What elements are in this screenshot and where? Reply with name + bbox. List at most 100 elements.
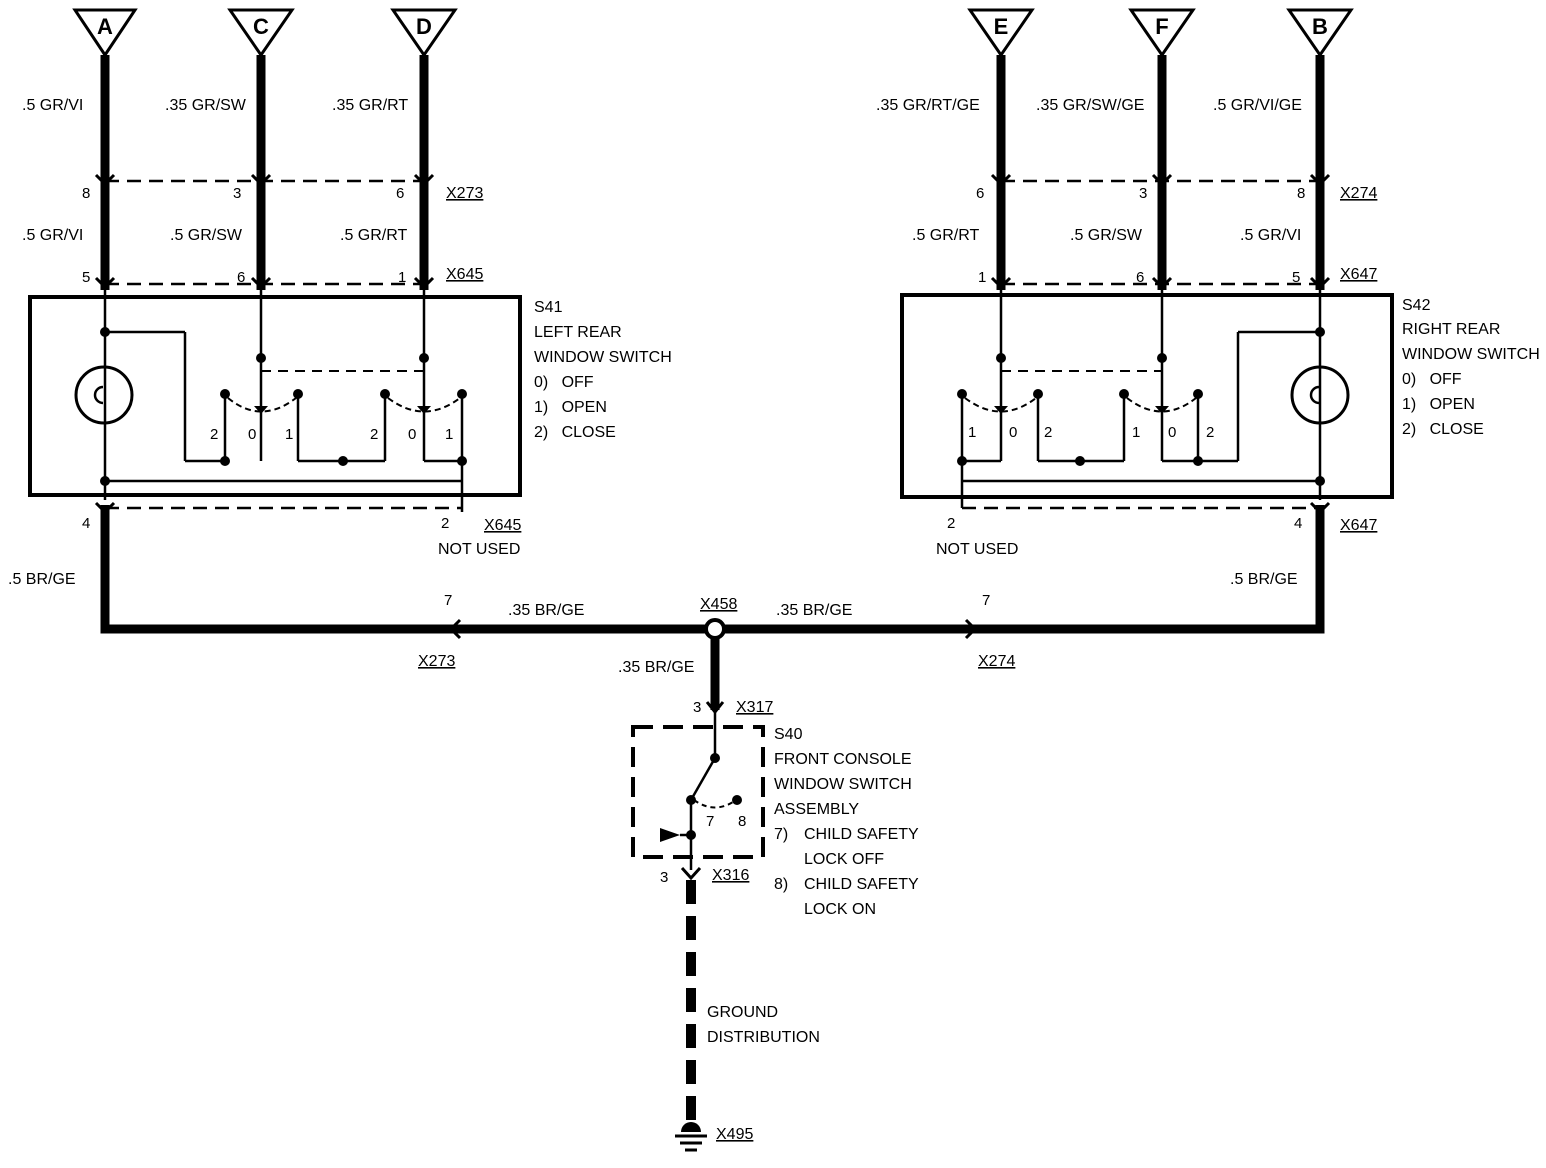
- switch-position: 7: [706, 813, 714, 830]
- connector-label: X273: [446, 185, 483, 202]
- connector-label: X274: [1340, 185, 1377, 202]
- s41-switch-box: 2 0 1 2 0 1: [28, 290, 522, 512]
- connector-label: X645: [484, 517, 521, 534]
- ground-label: GROUND: [707, 1004, 778, 1021]
- s40-line: WINDOW SWITCH: [774, 776, 912, 793]
- terminal-f: F: [1128, 8, 1196, 58]
- pin-number: 6: [976, 185, 984, 202]
- s40-option-num: 8): [774, 876, 788, 893]
- connector-label: X274: [978, 653, 1015, 670]
- switch-position: 1: [968, 424, 976, 441]
- wire-label: .35 GR/RT/GE: [876, 97, 980, 114]
- not-used-label: NOT USED: [936, 541, 1018, 558]
- wire-label: .5 GR/SW: [170, 227, 243, 244]
- s40-line: ASSEMBLY: [774, 801, 859, 818]
- switch-position: 0: [248, 426, 256, 443]
- pin-number: 6: [1136, 269, 1144, 286]
- s40-option: CHILD SAFETY: [804, 876, 919, 893]
- pin-number: 7: [982, 592, 990, 609]
- connector-labels-top: X273 X645 X274 X647: [446, 185, 1377, 283]
- pin-number: 6: [237, 269, 245, 286]
- pin-number: 1: [978, 269, 986, 286]
- s41-line2: WINDOW SWITCH: [534, 349, 672, 366]
- s40-option: CHILD SAFETY: [804, 826, 919, 843]
- pin-number: 3: [233, 185, 241, 202]
- wire-label: .5 BR/GE: [1230, 571, 1298, 588]
- wire-label: .5 GR/RT: [912, 227, 980, 244]
- s41-id: S41: [534, 299, 563, 316]
- pin-number: 4: [1294, 515, 1302, 532]
- wire-label: .35 GR/SW: [165, 97, 247, 114]
- terminal-c-label: C: [253, 14, 269, 39]
- switch-position: 8: [738, 813, 746, 830]
- wire-label: .5 GR/VI/GE: [1213, 97, 1302, 114]
- s40-line: FRONT CONSOLE: [774, 751, 912, 768]
- terminal-c: C: [227, 8, 295, 58]
- terminal-b: B: [1286, 8, 1354, 58]
- pin-number: 1: [398, 269, 406, 286]
- splice-x458: [704, 618, 726, 640]
- s42-state: 2) CLOSE: [1402, 421, 1484, 438]
- bus-chevrons: [448, 618, 978, 640]
- pin-number: 2: [441, 515, 449, 532]
- ground-wire: 3 X316 GROUND DISTRIBUTION: [660, 866, 820, 1122]
- s40-id: S40: [774, 726, 803, 743]
- s40-option: LOCK ON: [804, 901, 876, 918]
- not-used-label: NOT USED: [438, 541, 520, 558]
- pin-number: 3: [660, 869, 668, 886]
- pin-number: 8: [1297, 185, 1305, 202]
- pin-numbers-top: 8 3 6 5 6 1 6 3 8 1 6 5: [82, 185, 1305, 286]
- pin-number: 4: [82, 515, 90, 532]
- connector-label: X647: [1340, 266, 1377, 283]
- terminal-a-label: A: [97, 14, 113, 39]
- pin-number: 8: [82, 185, 90, 202]
- switch-position: 1: [445, 426, 453, 443]
- terminal-e: E: [967, 8, 1035, 58]
- pin-number: 7: [444, 592, 452, 609]
- wire-label: .5 GR/VI: [22, 97, 83, 114]
- s42-line1: RIGHT REAR: [1402, 321, 1500, 338]
- s42-legend: S42 RIGHT REAR WINDOW SWITCH 0) OFF 1) O…: [1402, 297, 1540, 438]
- ground-icon: X495: [675, 1122, 753, 1152]
- switch-position: 0: [1009, 424, 1017, 441]
- pin-number: 3: [1139, 185, 1147, 202]
- switch-position: 2: [210, 426, 218, 443]
- wire-label: .5 GR/RT: [340, 227, 408, 244]
- wire-label: .5 BR/GE: [8, 571, 76, 588]
- switch-position: 0: [1168, 424, 1176, 441]
- s42-state: 1) OPEN: [1402, 396, 1475, 413]
- terminal-f-label: F: [1155, 14, 1168, 39]
- connector-label: X316: [712, 867, 749, 884]
- wire-label: .5 GR/VI: [1240, 227, 1301, 244]
- bus-labels: .5 BR/GE .5 BR/GE 7 .35 BR/GE X458 .35 B…: [8, 571, 1298, 676]
- connector-label: X273: [418, 653, 455, 670]
- wire-label: .5 GR/VI: [22, 227, 83, 244]
- switch-position: 2: [1206, 424, 1214, 441]
- wire-label: .35 BR/GE: [508, 602, 584, 619]
- terminal-b-label: B: [1312, 14, 1328, 39]
- connector-chevrons: [94, 173, 1331, 515]
- terminal-d-label: D: [416, 14, 432, 39]
- switch-position: 1: [1132, 424, 1140, 441]
- terminal-d: D: [390, 8, 458, 58]
- pin-number: 5: [82, 269, 90, 286]
- switch-position: 1: [285, 426, 293, 443]
- switch-bottom-labels: 4 2 X645 NOT USED 2 NOT USED 4 X647: [82, 515, 1377, 558]
- wire-labels-top: .5 GR/VI .35 GR/SW .35 GR/RT .35 GR/RT/G…: [22, 97, 1302, 244]
- top-wires: [100, 55, 1325, 290]
- s41-state: 0) OFF: [534, 374, 594, 391]
- switch-position: 2: [1044, 424, 1052, 441]
- s40-option-num: 7): [774, 826, 788, 843]
- s41-state: 2) CLOSE: [534, 424, 616, 441]
- wire-label: .5 GR/SW: [1070, 227, 1143, 244]
- s40-legend: 3 X317 S40 FRONT CONSOLE WINDOW SWITCH A…: [693, 699, 919, 918]
- s40-switch-box: 7 8: [631, 701, 765, 870]
- wire-label: .35 BR/GE: [776, 602, 852, 619]
- s42-state: 0) OFF: [1402, 371, 1462, 388]
- terminal-a: A: [72, 8, 138, 58]
- connector-label: X647: [1340, 517, 1377, 534]
- wire-label: .35 GR/RT: [332, 97, 408, 114]
- pin-number: 5: [1292, 269, 1300, 286]
- s42-switch-box: 1 0 2 1 0 2: [900, 290, 1394, 508]
